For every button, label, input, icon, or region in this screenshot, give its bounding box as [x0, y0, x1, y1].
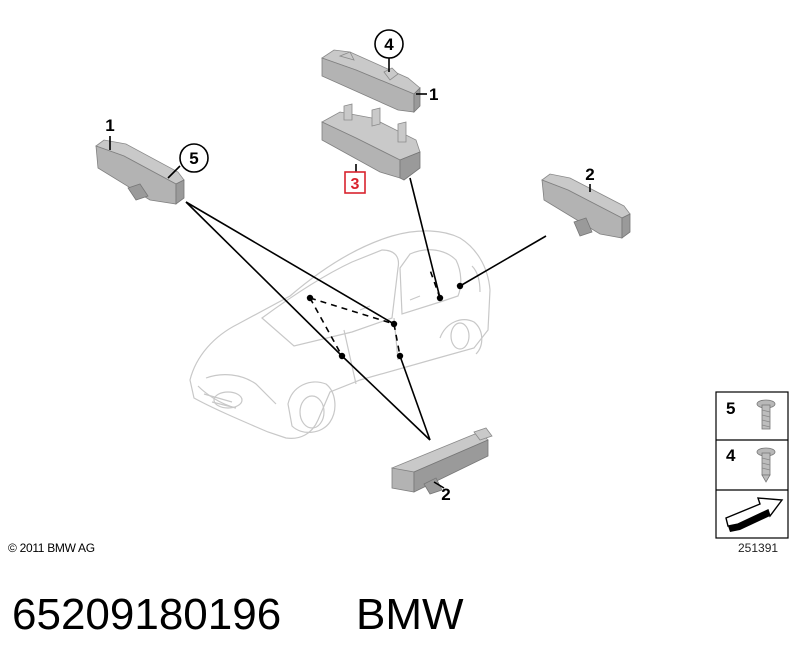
- callout-2-right: 2: [585, 165, 594, 184]
- mount-point-3: [390, 320, 398, 328]
- mount-point-2: [338, 352, 346, 360]
- antenna-part-1-left: [95, 139, 185, 205]
- legend-item-4: 4: [726, 446, 736, 465]
- callout-3: 3: [351, 176, 360, 193]
- arrow-icon: [725, 497, 784, 532]
- image-number: 251391: [738, 541, 779, 555]
- module-part-1-top: [321, 49, 421, 113]
- legend-item-5: 5: [726, 399, 735, 418]
- bracket-part-3: [321, 103, 421, 181]
- legend-box: 5 4: [715, 391, 789, 539]
- antenna-part-2-right: [541, 173, 631, 239]
- connection-lines: [185, 177, 547, 441]
- screw-5-icon: [756, 399, 776, 430]
- callout-1-top: 1: [429, 85, 438, 104]
- brand-name: BMW: [356, 590, 464, 639]
- callout-1-left: 1: [105, 116, 114, 135]
- callout-5: 5: [189, 149, 198, 168]
- callout-4: 4: [384, 35, 394, 54]
- mount-point-1: [306, 294, 314, 302]
- callout-2-bottom: 2: [441, 485, 450, 504]
- part-number: 65209180196: [12, 590, 282, 639]
- mount-point-6: [456, 282, 464, 290]
- mount-point-5: [436, 294, 444, 302]
- copyright-text: © 2011 BMW AG: [8, 541, 95, 555]
- callout-3-highlight-box: [344, 171, 366, 194]
- car-outline: [189, 230, 491, 439]
- antenna-part-2-bottom: [391, 427, 493, 495]
- screw-4-icon: [756, 447, 776, 483]
- mount-point-4: [396, 352, 404, 360]
